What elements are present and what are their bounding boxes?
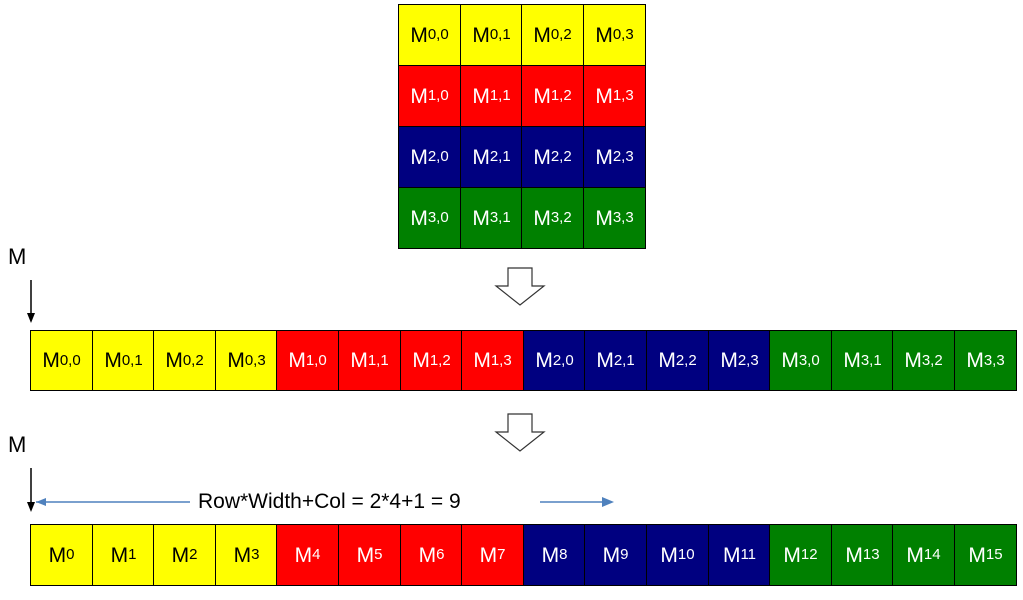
cell-letter: M [722, 543, 741, 567]
cell-letter: M [595, 206, 613, 230]
cell-letter: M [356, 543, 375, 567]
cell-letter: M [533, 84, 551, 108]
cell-letter: M [968, 543, 986, 567]
cell-letter: M [783, 543, 801, 567]
cell-letter: M [781, 349, 799, 372]
cell-letter: M [845, 543, 863, 567]
cell-letter: M [171, 543, 190, 567]
cell-letter: M [233, 543, 252, 567]
cell-letter: M [410, 84, 428, 108]
cell-letter: M [110, 543, 129, 567]
pointer-label-row-major: M [8, 244, 27, 269]
cell-letter: M [533, 23, 551, 47]
cell-letter: M [541, 543, 560, 567]
cell-letter: M [904, 349, 922, 372]
cell-letter: M [533, 145, 551, 169]
cell-letter: M [412, 349, 430, 372]
cell-letter: M [479, 543, 498, 567]
cell-letter: M [165, 349, 183, 372]
cell-letter: M [472, 145, 490, 169]
arrowhead-icon [27, 502, 35, 512]
cell-letter: M [104, 349, 122, 372]
cell-letter: M [595, 84, 613, 108]
cell-letter: M [533, 206, 551, 230]
hollow-down-arrow-icon [494, 413, 546, 452]
cell-letter: M [288, 349, 306, 372]
cell-letter: M [472, 206, 490, 230]
cell-letter: M [410, 23, 428, 47]
cell-letter: M [906, 543, 924, 567]
cell-letter: M [473, 349, 491, 372]
cell-letter: M [410, 145, 428, 169]
cell-letter: M [350, 349, 368, 372]
arrowhead-icon [27, 313, 35, 323]
cell-letter: M [472, 23, 490, 47]
cell-letter: M [596, 349, 614, 372]
cell-letter: M [418, 543, 437, 567]
cell-letter: M [843, 349, 861, 372]
arrowhead-icon [36, 498, 46, 506]
cell-letter: M [535, 349, 553, 372]
cell-letter: M [294, 543, 313, 567]
pointer-label-linear: M [8, 432, 27, 457]
cell-letter: M [42, 349, 60, 372]
cell-letter: M [602, 543, 621, 567]
cell-letter: M [966, 349, 984, 372]
cell-letter: M [660, 543, 678, 567]
cell-letter: M [472, 84, 490, 108]
index-formula: Row*Width+Col = 2*4+1 = 9 [198, 490, 461, 513]
cell-letter: M [658, 349, 676, 372]
cell-letter: M [227, 349, 245, 372]
cell-letter: M [48, 543, 67, 567]
hollow-down-arrow-icon [494, 267, 546, 306]
cell-letter: M [595, 23, 613, 47]
cell-letter: M [410, 206, 428, 230]
cell-letter: M [720, 349, 738, 372]
arrowhead-icon [602, 497, 614, 507]
cell-letter: M [595, 145, 613, 169]
